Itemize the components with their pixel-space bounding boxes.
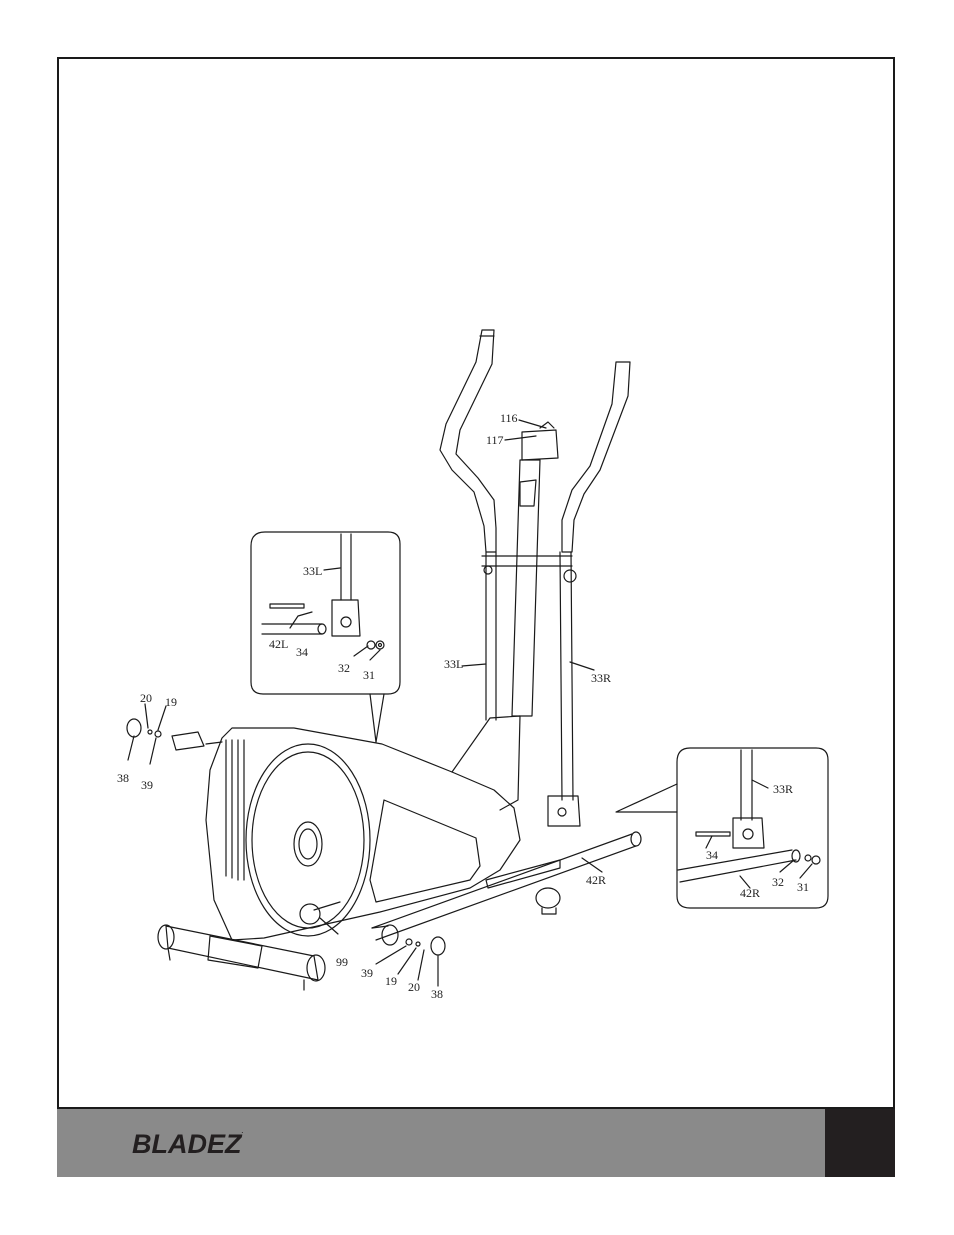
label-part-38-left: 38: [117, 771, 129, 785]
label-part-33r-inset: 33R: [773, 782, 793, 796]
label-part-117: 117: [486, 433, 504, 447]
footer-bar: BLADEZ.: [57, 1107, 895, 1177]
label-part-42l: 42L: [269, 637, 288, 651]
label-part-19-right: 19: [385, 974, 397, 988]
right-handlebar: [561, 361, 631, 553]
brand-trademark: .: [241, 1129, 244, 1135]
label-part-33l-inset: 33L: [303, 564, 322, 578]
label-part-42r: 42R: [586, 873, 606, 887]
label-part-31-right: 31: [797, 880, 809, 894]
footer-page-tab: [825, 1109, 895, 1177]
label-part-39-left: 39: [141, 778, 153, 792]
label-part-34-left: 34: [296, 645, 308, 659]
label-part-42r-inset: 42R: [740, 886, 760, 900]
label-part-20-right: 20: [408, 980, 420, 994]
label-part-32-right: 32: [772, 875, 784, 889]
label-part-19-left: 19: [165, 695, 177, 709]
label-part-34-right: 34: [706, 848, 718, 862]
label-part-38-right: 38: [431, 987, 443, 1001]
label-part-32-left: 32: [338, 661, 350, 675]
right-detail-inset: [615, 747, 829, 909]
label-part-31-left: 31: [363, 668, 375, 682]
brand-logo: BLADEZ.: [132, 1129, 243, 1160]
label-part-33r: 33R: [591, 671, 611, 685]
label-part-116: 116: [500, 411, 518, 425]
page-frame: [57, 57, 895, 1177]
brand-logo-text: BLADEZ: [132, 1129, 242, 1159]
left-detail-inset: [250, 531, 401, 743]
label-part-33l: 33L: [444, 657, 463, 671]
label-part-20-left: 20: [140, 691, 152, 705]
label-part-39-right: 39: [361, 966, 373, 980]
label-part-99: 99: [336, 955, 348, 969]
